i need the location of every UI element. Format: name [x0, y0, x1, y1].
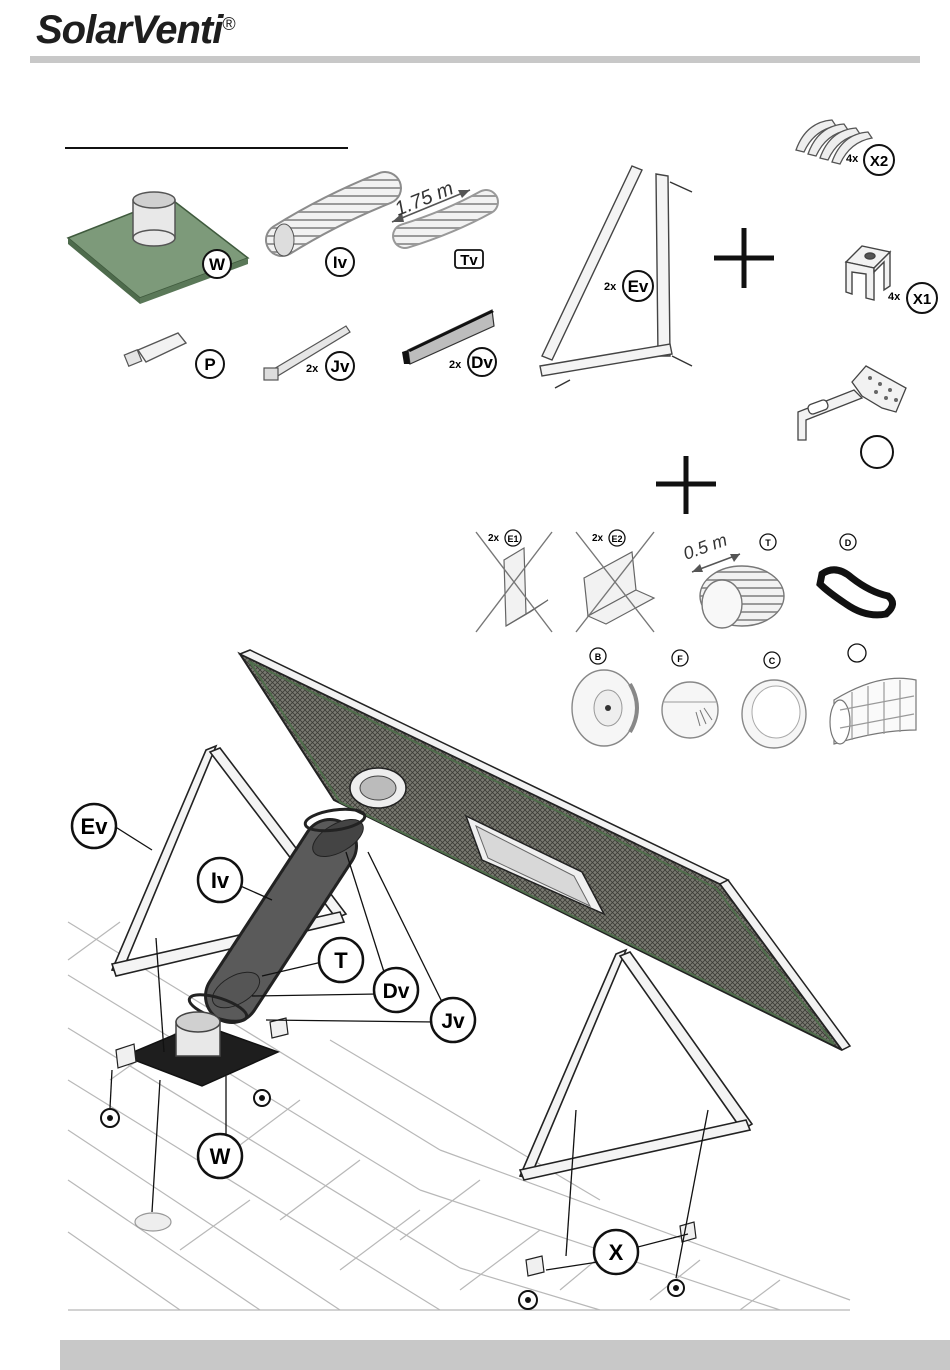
plus-icon: [714, 228, 774, 288]
label-dv: Dv: [468, 348, 496, 376]
label-e1: E1: [505, 530, 521, 546]
label-iv-text: Iv: [333, 253, 348, 272]
roof-plate-icon: [68, 192, 248, 304]
frame-ev-icon: [540, 166, 692, 388]
label-jv: Jv: [326, 352, 354, 380]
label-t-text: T: [334, 948, 348, 973]
label-x1-text: X1: [913, 291, 931, 308]
sealant-tube-icon: [124, 333, 186, 366]
fan-disc-icon: [662, 682, 718, 738]
label-dv-assembly-text: Dv: [383, 980, 410, 1003]
label-t-option: T: [760, 534, 776, 550]
label-e2: E2: [609, 530, 625, 546]
empty-label-circle: [861, 436, 893, 468]
label-b: B: [590, 648, 606, 664]
label-x1: X1: [907, 283, 937, 313]
label-w: W: [203, 250, 231, 278]
label-tv-text: Tv: [460, 252, 478, 269]
screw-icon: [101, 1090, 684, 1309]
label-ev-kit-text: Ev: [628, 277, 649, 296]
curved-clamp-icon: [796, 120, 872, 164]
jv-qty: 2x: [306, 363, 319, 375]
label-d: D: [840, 534, 856, 550]
u-bracket-icon: [846, 246, 890, 300]
dv-qty: 2x: [449, 359, 462, 371]
e2-qty: 2x: [592, 533, 604, 544]
label-ev: Ev: [72, 804, 116, 848]
plus-icon: [656, 456, 716, 514]
screw-head: [107, 1095, 679, 1303]
label-x: X: [594, 1230, 638, 1274]
label-tv: Tv: [455, 250, 483, 269]
label-x-text: X: [609, 1240, 624, 1265]
label-e1-text: E1: [507, 534, 518, 544]
label-w-text: W: [209, 255, 226, 274]
roof-opening: [135, 1213, 171, 1231]
label-iv-assembly-text: Iv: [211, 868, 230, 893]
x2-qty: 4x: [846, 153, 859, 165]
mesh-tube-icon: [830, 678, 916, 744]
label-iv-assembly: Iv: [198, 858, 242, 902]
short-hose-length-label: 0.5 m: [681, 530, 730, 564]
label-jv-assembly: Jv: [431, 998, 475, 1042]
roof-hook-icon: [798, 366, 906, 440]
label-d-text: D: [845, 538, 852, 548]
empty-label-circle: [848, 644, 866, 662]
label-t-option-text: T: [765, 538, 771, 548]
x1-qty: 4x: [888, 291, 901, 303]
label-w-assembly-text: W: [210, 1144, 231, 1169]
label-jv-text: Jv: [331, 357, 350, 376]
label-iv: Iv: [326, 248, 354, 276]
label-f: F: [672, 650, 688, 666]
e1-qty: 2x: [488, 533, 500, 544]
label-f-text: F: [677, 654, 683, 664]
label-b-text: B: [595, 652, 602, 662]
label-t: T: [319, 938, 363, 982]
label-p: P: [196, 350, 224, 378]
label-x2: X2: [864, 145, 894, 175]
label-p-text: P: [204, 355, 215, 374]
ev-qty: 2x: [604, 281, 617, 293]
label-dv-assembly: Dv: [374, 968, 418, 1012]
gasket-icon: [820, 570, 893, 615]
label-x2-text: X2: [870, 153, 888, 170]
label-jv-assembly-text: Jv: [441, 1010, 465, 1033]
label-ev-kit: Ev: [623, 271, 653, 301]
label-ev-text: Ev: [81, 814, 109, 839]
label-c: C: [764, 652, 780, 668]
label-dv-text: Dv: [471, 353, 493, 372]
short-hose-icon: [692, 554, 784, 628]
vent-valve-icon: [572, 670, 637, 746]
label-c-text: C: [769, 656, 776, 666]
insulated-hose-icon: [274, 188, 385, 256]
label-e2-text: E2: [611, 534, 622, 544]
collar-ring-icon: [742, 680, 806, 748]
label-w-assembly: W: [198, 1134, 242, 1178]
